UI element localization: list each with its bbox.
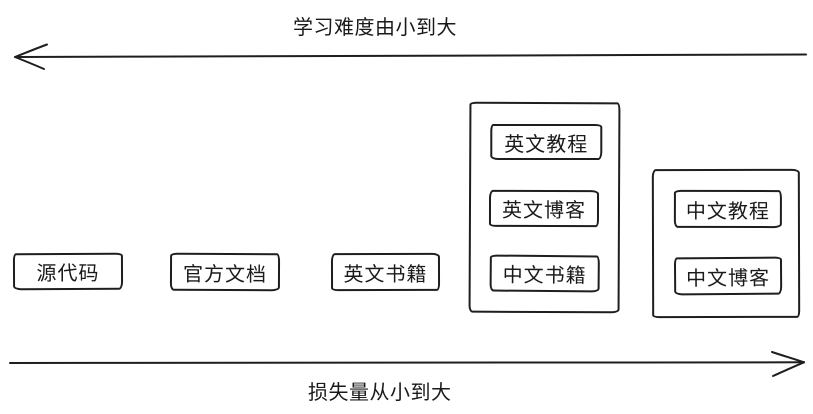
item-box-english-books: 英文书籍 <box>330 252 441 292</box>
group-box-english-resources: 英文教程 英文博客 中文书籍 <box>468 101 621 314</box>
loss-arrow-right-icon <box>9 351 805 377</box>
item-box-chinese-blog: 中文博客 <box>673 256 783 296</box>
item-box-official-docs: 官方文档 <box>169 252 281 292</box>
difficulty-arrow-left-icon <box>14 43 807 70</box>
item-box-english-tutorial: 英文教程 <box>490 124 603 161</box>
group-box-chinese-resources: 中文教程 中文博客 <box>651 168 801 319</box>
difficulty-axis-label: 学习难度由小到大 <box>293 15 457 39</box>
item-box-source-code: 源代码 <box>12 252 124 291</box>
item-box-english-blog: 英文博客 <box>488 189 600 228</box>
item-box-chinese-books: 中文书籍 <box>489 254 600 293</box>
item-box-chinese-tutorial: 中文教程 <box>673 189 782 229</box>
loss-axis-label: 损失量从小到大 <box>308 380 452 404</box>
